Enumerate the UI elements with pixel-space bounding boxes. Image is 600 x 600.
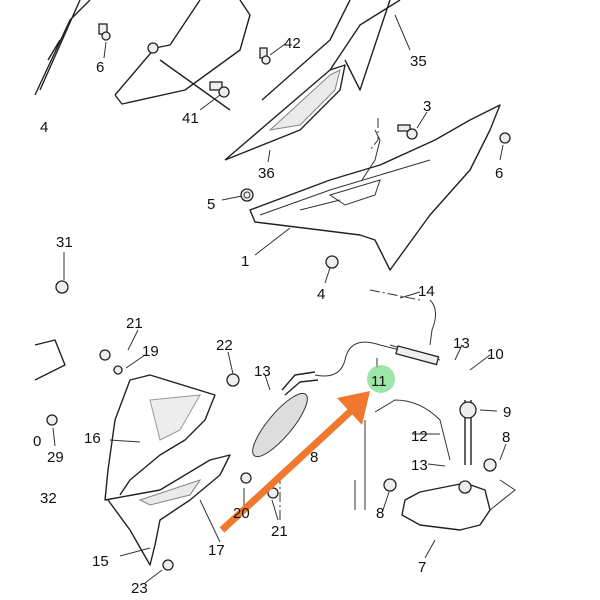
label-13: 13 [453, 335, 470, 352]
label-15: 15 [92, 553, 109, 570]
label-7: 7 [418, 559, 426, 576]
orange-arrow [219, 391, 370, 533]
label-35: 35 [410, 53, 427, 70]
label-32: 32 [40, 490, 57, 507]
label-20: 20 [233, 505, 250, 522]
label-36: 36 [258, 165, 275, 182]
part-top-left-cover [34, 0, 91, 96]
label-31: 31 [56, 234, 73, 251]
label-8: 8 [502, 429, 510, 446]
label-8: 8 [376, 505, 384, 522]
label-6: 6 [96, 59, 104, 76]
label-23: 23 [131, 580, 148, 597]
label-21: 21 [271, 523, 288, 540]
label-6: 6 [495, 165, 503, 182]
label-16: 16 [84, 430, 101, 447]
label-14: 14 [418, 283, 435, 300]
label-41: 41 [182, 110, 199, 127]
label-5: 5 [207, 196, 215, 213]
part-35-36-cover [224, 0, 401, 161]
label-11: 11 [371, 373, 387, 390]
fastener-bolts [46, 23, 511, 571]
label-4: 4 [317, 286, 325, 303]
label-1: 1 [241, 253, 249, 270]
label-22: 22 [216, 337, 233, 354]
highlight-circle [367, 365, 395, 393]
label-0: 0 [33, 433, 41, 450]
label-9: 9 [503, 404, 511, 421]
part-41-bracket [114, 0, 251, 111]
label-19: 19 [142, 343, 159, 360]
part-16-front-cover [34, 339, 231, 566]
label-13: 13 [254, 363, 271, 380]
leader-lines [52, 14, 507, 584]
part-hoses-and-tank [252, 299, 516, 531]
label-21: 21 [126, 315, 143, 332]
label-42: 42 [284, 35, 301, 52]
label-4: 4 [40, 119, 48, 136]
label-13: 13 [411, 457, 428, 474]
part-1-side-cover [249, 104, 501, 271]
label-12: 12 [411, 428, 428, 445]
label-8: 8 [310, 449, 318, 466]
label-3: 3 [423, 98, 431, 115]
label-29: 29 [47, 449, 64, 466]
callout-labels: 6 42 35 41 4 3 36 6 5 1 4 31 14 21 19 22… [33, 35, 511, 597]
label-10: 10 [487, 346, 504, 363]
label-17: 17 [208, 542, 225, 559]
